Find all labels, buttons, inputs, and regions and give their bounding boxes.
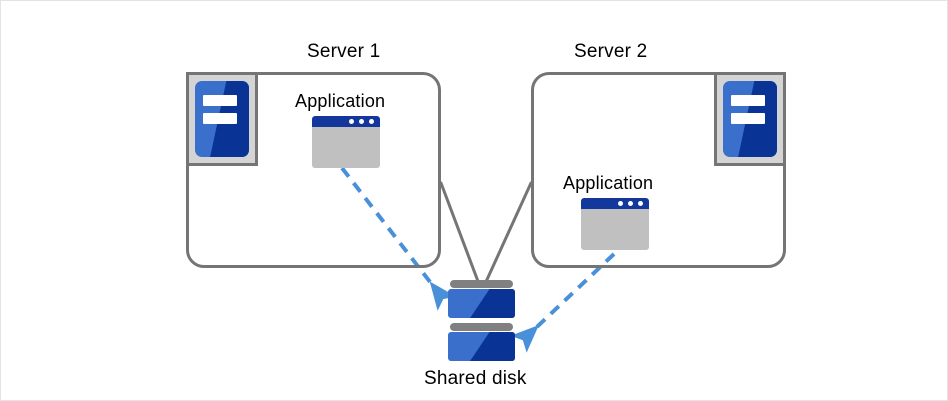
shared-disk-label: Shared disk <box>424 368 527 389</box>
shared-disk-icon <box>448 280 515 361</box>
server-icon-body <box>195 81 249 157</box>
window-dot-icon <box>349 119 354 124</box>
disk-unit <box>448 323 515 361</box>
disk-cap <box>450 323 513 331</box>
disk-cap <box>450 280 513 288</box>
server-icon-bar <box>730 94 766 107</box>
disk-body <box>448 289 515 318</box>
application-window-icon <box>312 116 380 168</box>
window-dot-icon <box>359 119 364 124</box>
window-dot-icon <box>618 201 623 206</box>
server-1-title: Server 1 <box>307 41 381 62</box>
window-dot-icon <box>628 201 633 206</box>
server-2-boundary <box>531 72 786 268</box>
window-dot-icon <box>638 201 643 206</box>
server-1-application-label: Application <box>295 91 386 111</box>
application-titlebar <box>581 198 649 209</box>
server-icon <box>186 72 258 166</box>
disk-unit <box>448 280 515 318</box>
server-2-application-label: Application <box>563 173 654 193</box>
server2-to-disk-link <box>483 181 533 286</box>
server-icon <box>714 72 786 166</box>
disk-body <box>448 332 515 361</box>
server-icon-body <box>723 81 777 157</box>
server-1-boundary <box>186 72 441 268</box>
window-dot-icon <box>369 119 374 124</box>
application-titlebar <box>312 116 380 127</box>
application-window-icon <box>581 198 649 250</box>
server-icon-bar <box>202 94 238 107</box>
server-icon-bar <box>730 112 766 125</box>
server-2-title: Server 2 <box>574 41 648 62</box>
server1-to-disk-link <box>439 181 481 286</box>
server-icon-bar <box>202 112 238 125</box>
